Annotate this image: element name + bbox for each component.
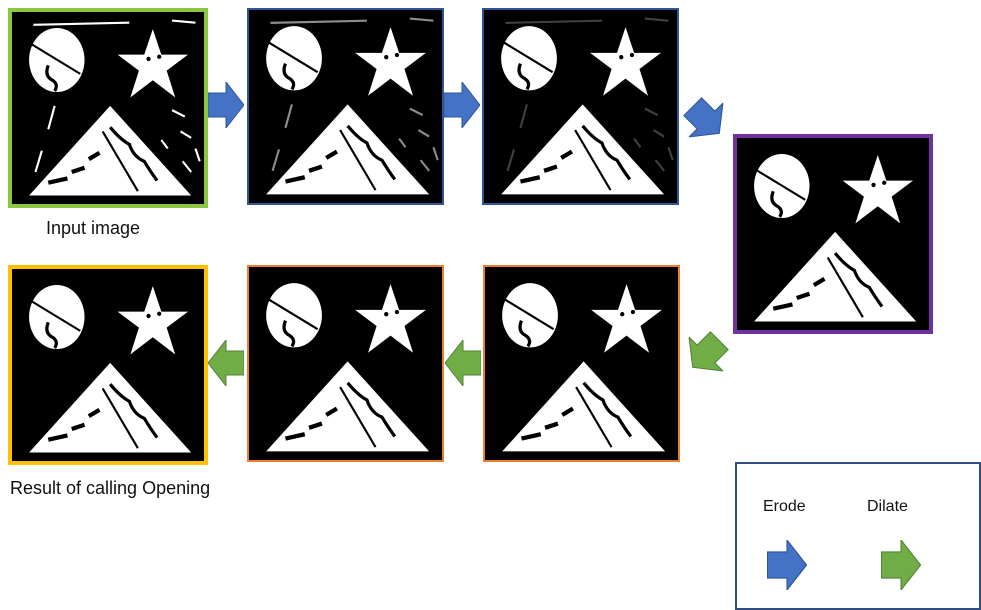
shapes-image [12,269,204,461]
erode-arrow-icon [208,82,244,128]
panel-dilate-2 [247,265,444,462]
shapes-image [737,138,929,330]
panel-eroded-result [733,134,933,334]
panel-result-image [8,265,208,465]
legend: Erode Dilate [735,462,981,610]
panel-dilate-1 [483,265,680,462]
legend-erode-label: Erode [763,498,806,515]
shapes-image [484,10,677,203]
legend-dilate-label: Dilate [867,498,908,515]
shapes-image [249,10,442,203]
dilate-arrow-icon [208,340,244,386]
panel-erode-2 [482,8,679,205]
erode-arrow-icon [444,82,480,128]
panel-erode-1 [247,8,444,205]
legend-dilate-arrow-icon [881,540,921,590]
caption-input-image: Input image [46,218,141,238]
dilate-arrow-icon [682,330,730,378]
shapes-image [485,267,678,460]
noisy-shapes-image [12,12,204,204]
panel-input-image [8,8,208,208]
erode-arrow-icon [682,96,730,144]
legend-erode-arrow-icon [767,540,807,590]
caption-result-image: Result of calling Opening [10,478,211,498]
dilate-arrow-icon [445,340,481,386]
shapes-image [249,267,442,460]
